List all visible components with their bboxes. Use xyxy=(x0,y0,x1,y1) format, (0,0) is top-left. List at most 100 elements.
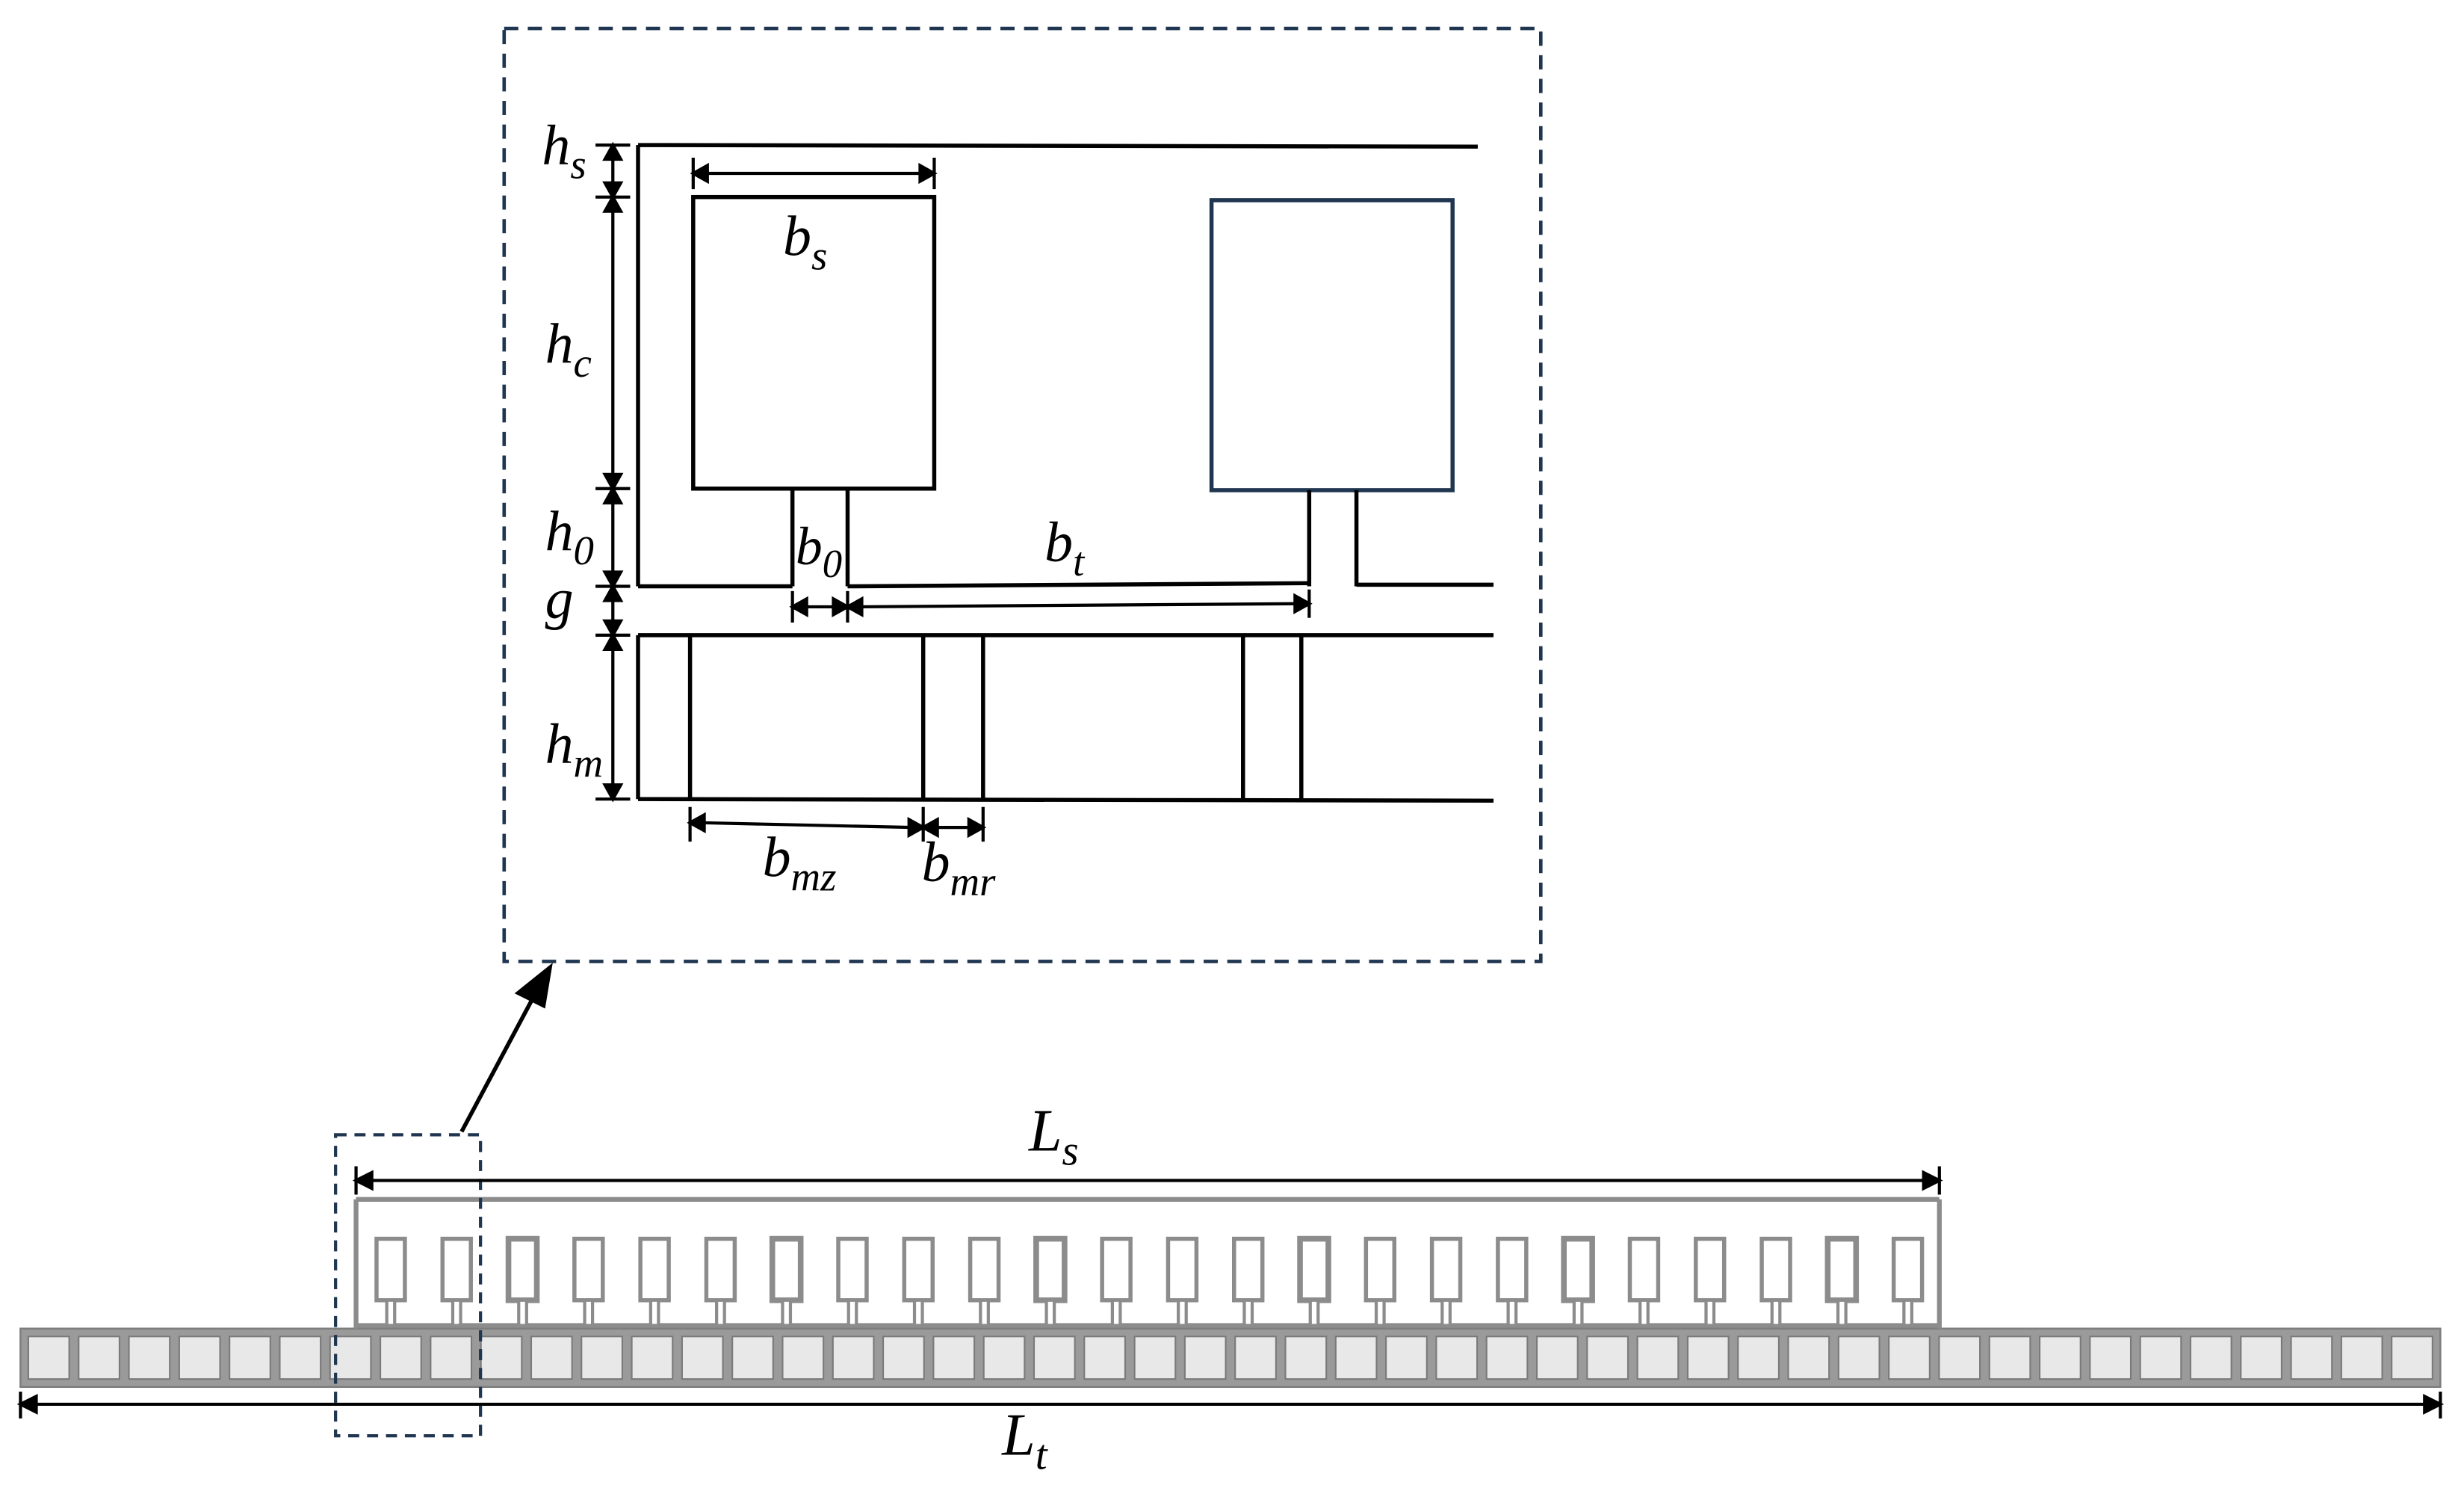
label-Ls: Ls xyxy=(1028,1098,1079,1174)
secondary-magnet-cell xyxy=(681,1336,724,1380)
label-h0-sub: 0 xyxy=(574,528,594,573)
b0-dimension-arrow xyxy=(789,590,851,623)
slot-opening xyxy=(1770,1298,1782,1327)
primary-slot xyxy=(836,1236,869,1303)
g-dimension-arrow xyxy=(602,583,624,639)
secondary-magnet-cell xyxy=(1334,1336,1378,1380)
label-hm-sub: m xyxy=(574,741,604,786)
secondary-magnet-cell xyxy=(982,1336,1026,1380)
bmz-dimension-arrow xyxy=(687,806,927,842)
label-bmr: bmr xyxy=(922,831,997,904)
secondary-magnet-cell xyxy=(781,1336,825,1380)
highlight-dashed-box xyxy=(334,1133,483,1438)
primary-slot xyxy=(374,1236,407,1303)
secondary-magnet-cell xyxy=(1787,1336,1830,1380)
stator-top-edge xyxy=(638,143,1478,149)
tooth-bottom-mid xyxy=(847,581,1310,589)
label-Lt: Lt xyxy=(1001,1402,1048,1478)
primary-slot xyxy=(638,1236,671,1303)
secondary-magnet-cell xyxy=(1033,1336,1076,1380)
label-bt: bt xyxy=(1044,511,1086,584)
label-Ls-main: L xyxy=(1028,1098,1062,1164)
slot-opening xyxy=(1044,1298,1056,1327)
primary-slot xyxy=(1429,1236,1463,1303)
secondary-magnet-cell xyxy=(581,1336,623,1380)
secondary-magnet-cell xyxy=(1183,1336,1227,1380)
label-bs-main: b xyxy=(783,206,811,268)
label-hs-sub: s xyxy=(570,141,586,187)
primary-slot xyxy=(1824,1235,1860,1303)
label-g-main: g xyxy=(545,568,574,631)
primary-slot xyxy=(1100,1236,1133,1303)
bs-dimension-arrow xyxy=(690,157,938,190)
label-bmr-sub: mr xyxy=(950,859,997,904)
label-g: g xyxy=(545,568,574,631)
slot-opening xyxy=(1308,1298,1320,1327)
slot-opening xyxy=(451,1298,462,1327)
label-Ls-sub: s xyxy=(1062,1127,1079,1174)
slot-opening xyxy=(1902,1298,1914,1327)
primary-slot xyxy=(505,1235,540,1303)
stator-detail xyxy=(636,143,1494,589)
slot-opening xyxy=(517,1298,528,1327)
secondary-magnet-cell xyxy=(178,1336,221,1380)
slot-opening xyxy=(1177,1298,1188,1327)
primary-stator xyxy=(353,1197,1942,1329)
slot-opening xyxy=(1836,1298,1848,1327)
slot-opening xyxy=(715,1298,726,1327)
slot-opening xyxy=(781,1298,793,1327)
bmr-dimension-arrow xyxy=(920,806,987,842)
label-Lt-sub: t xyxy=(1036,1431,1048,1478)
label-bt-sub: t xyxy=(1073,539,1086,584)
label-hc: hc xyxy=(545,312,592,386)
slot-opening xyxy=(1506,1298,1518,1327)
secondary-magnet-cell xyxy=(2039,1336,2081,1380)
secondary-magnet-cell xyxy=(2240,1336,2282,1380)
slot-opening xyxy=(1242,1298,1254,1327)
secondary-magnet-cell xyxy=(2340,1336,2383,1380)
primary-slot xyxy=(704,1236,737,1303)
secondary-magnet-cell xyxy=(1385,1336,1428,1380)
vertical-dimensions xyxy=(595,141,631,803)
primary-slot xyxy=(1891,1236,1925,1303)
full-machine: Ls Lt xyxy=(16,1098,2445,1478)
Lt-dimension-arrow xyxy=(16,1392,2445,1419)
mover-detail xyxy=(636,633,1494,803)
secondary-magnet-cell xyxy=(731,1336,774,1380)
primary-slot xyxy=(1231,1236,1265,1303)
secondary-magnet-cell xyxy=(480,1336,523,1380)
secondary-magnet-cell xyxy=(430,1336,473,1380)
primary-slot xyxy=(968,1236,1001,1303)
slot-right xyxy=(1209,198,1455,493)
slot-opening xyxy=(648,1298,660,1327)
primary-slot xyxy=(902,1236,935,1303)
label-hs: hs xyxy=(542,114,586,187)
secondary-magnet-cell xyxy=(832,1336,875,1380)
secondary-magnet-cell xyxy=(1485,1336,1529,1380)
primary-slot xyxy=(572,1236,605,1303)
secondary-magnet-cell xyxy=(380,1336,422,1380)
secondary-magnet-cell xyxy=(631,1336,674,1380)
label-bmz-sub: mz xyxy=(791,854,837,900)
primary-slot xyxy=(769,1235,804,1303)
secondary-magnet-cell xyxy=(1234,1336,1277,1380)
secondary-magnet-cell xyxy=(78,1336,120,1380)
secondary-track-body xyxy=(19,1327,2442,1389)
label-b0-sub: 0 xyxy=(823,543,842,586)
label-b0-main: b xyxy=(796,516,823,576)
hc-dimension-arrow xyxy=(602,194,624,493)
slot-opening xyxy=(1110,1298,1122,1327)
primary-slot xyxy=(1496,1236,1529,1303)
slot-opening xyxy=(385,1298,397,1327)
hs-dimension-arrow xyxy=(602,141,624,201)
zoom-detail: hs hc h0 g hm bs b0 bt b xyxy=(502,26,1543,963)
secondary-magnet-cell xyxy=(1737,1336,1780,1380)
label-hm-main: h xyxy=(545,713,574,776)
secondary-magnet-cell xyxy=(1435,1336,1479,1380)
bt-dimension-arrow xyxy=(844,589,1313,618)
secondary-magnet-cell xyxy=(530,1336,573,1380)
dimension-labels: hs hc h0 g hm bs b0 bt b xyxy=(542,114,1086,904)
secondary-magnet-cell xyxy=(279,1336,322,1380)
secondary-magnet-cell xyxy=(932,1336,976,1380)
